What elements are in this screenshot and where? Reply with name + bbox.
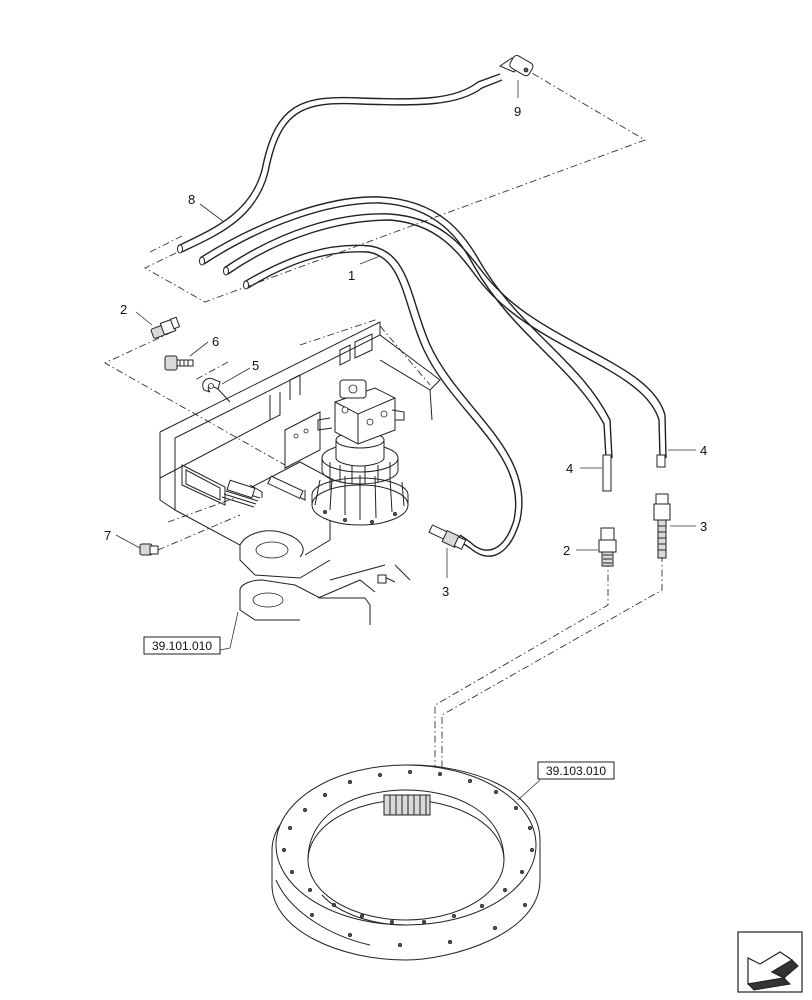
- callout-5: 5: [252, 358, 259, 373]
- hose-end-sleeve-right: [656, 454, 666, 468]
- connector-3-middle: [428, 524, 467, 550]
- callout-4-right: 4: [700, 443, 707, 458]
- elbow-fitting: [498, 55, 534, 77]
- clamp-5: [202, 377, 231, 403]
- ring-gear-teeth: [383, 794, 431, 816]
- slewing-ring: [271, 764, 541, 961]
- callout-7: 7: [104, 528, 111, 543]
- leader-lines: [115, 80, 696, 801]
- connector-2-left: [150, 316, 181, 339]
- hose-inner: [223, 213, 667, 459]
- callout-6: 6: [212, 334, 219, 349]
- lower-frame: [239, 564, 387, 625]
- previous-page-arrow-icon[interactable]: [737, 931, 803, 993]
- reference-label: 39.103.010: [546, 764, 606, 778]
- bolt-6: [164, 355, 194, 371]
- callout-4-left: 4: [566, 461, 573, 476]
- wiring-comb: [221, 479, 261, 508]
- swing-motor: [311, 379, 409, 526]
- reference-box-39-101-010[interactable]: 39.101.010: [143, 636, 221, 655]
- callout-2-right: 2: [563, 543, 570, 558]
- callout-2-left: 2: [120, 302, 127, 317]
- callout-8: 8: [188, 192, 195, 207]
- nut-7: [139, 543, 159, 556]
- callout-3-middle: 3: [442, 584, 449, 599]
- connector-2-right: [598, 527, 617, 567]
- hose-outer: [199, 196, 613, 459]
- callout-1: 1: [348, 268, 355, 283]
- reference-label: 39.101.010: [152, 639, 212, 653]
- hose-end-sleeve-left: [602, 454, 612, 492]
- callout-3-right: 3: [700, 519, 707, 534]
- ring-holes: [281, 770, 535, 948]
- upper-frame: [159, 321, 441, 583]
- reference-box-39-103-010[interactable]: 39.103.010: [537, 761, 615, 780]
- connector-3-right: [653, 493, 671, 559]
- phantom-lines: [104, 65, 663, 775]
- callout-9: 9: [514, 104, 521, 119]
- hose-1: [243, 244, 523, 557]
- hose-8: [177, 73, 503, 254]
